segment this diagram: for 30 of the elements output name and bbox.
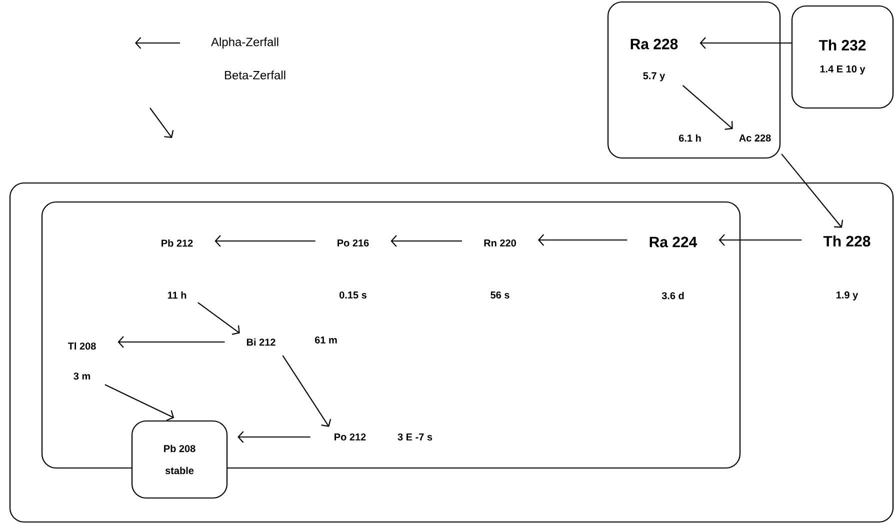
arrow [118,336,225,348]
nuclide-label: Ra 228 5.7 y [630,38,678,82]
nuclide-label: Po 216 0.15 s [338,239,369,299]
half-life-label: 6.1 h [678,134,701,142]
nuclide-label: Th 228 1.9 y [823,236,870,300]
arrow [238,431,310,443]
legend-label: Beta-Zerfall [224,70,286,80]
arrow [104,384,174,421]
arrow [214,235,316,247]
nuclide-box: Pb 208 stable [131,420,228,499]
nuclide-label: Tl 208 3 m [68,342,96,380]
half-life-label: 61 m [314,336,337,344]
nuclide-label: Pb 212 11 h [162,239,193,299]
nuclide-label: Rn 220 56 s [484,239,516,299]
arrow [700,37,792,49]
arrow [390,235,462,247]
nuclide-box: Th 232 1.4 E 10 y [791,5,894,109]
nuclide-label: Bi 212 [246,338,276,346]
arrow [718,234,802,246]
arrow [682,85,733,130]
arrow [198,302,240,335]
nuclide-label: Ac 228 [739,134,771,142]
arrow [282,355,332,427]
half-life-label: 3 E -7 s [398,433,432,441]
legend-label: Alpha-Zerfall [211,37,278,49]
nuclide-label: Po 212 [334,433,366,441]
arrow [781,154,844,228]
group-box [607,1,781,159]
nuclide-label: Ra 224 3.6 d [650,236,698,300]
arrow [538,234,628,246]
